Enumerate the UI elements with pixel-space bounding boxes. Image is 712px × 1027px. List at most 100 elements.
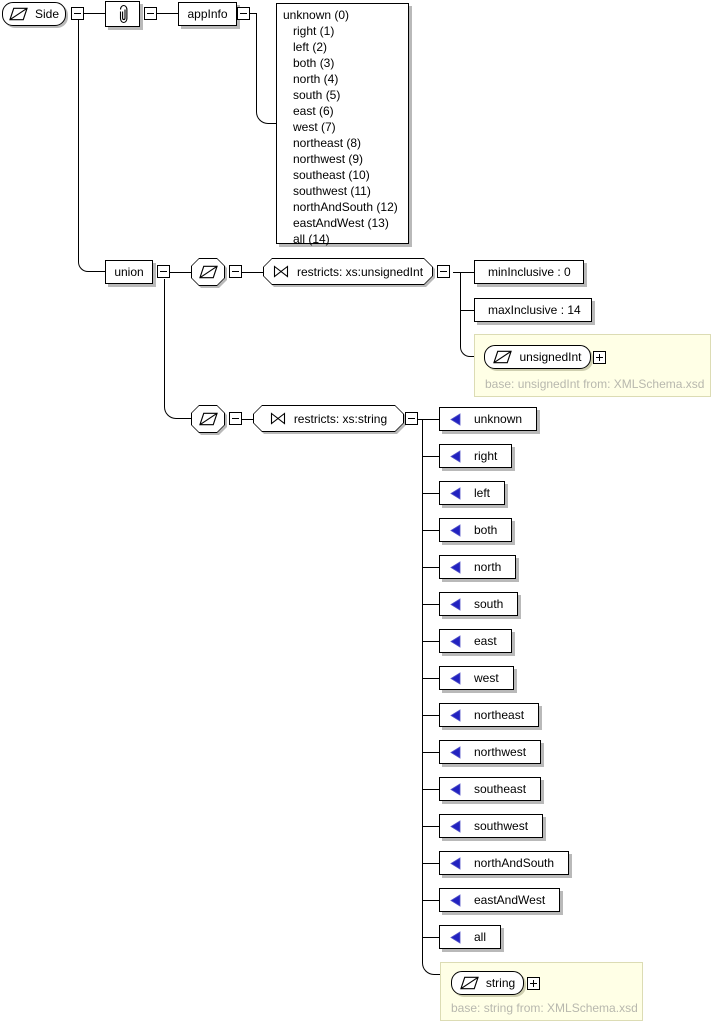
expand-toggle-unsignedint[interactable] [593, 351, 606, 364]
basetype-node-unsignedint[interactable]: unsignedInt [484, 345, 591, 369]
expand-toggle-string[interactable] [527, 977, 540, 990]
connector [422, 900, 439, 901]
annotation-node[interactable] [105, 1, 140, 27]
enumeration-label: east [474, 634, 497, 648]
connector [78, 20, 79, 262]
enumeration-facet-southwest[interactable]: southwest [439, 814, 544, 838]
connector [460, 272, 461, 347]
list-item: unknown (0) [283, 8, 350, 22]
restriction-label: restricts: xs:string [293, 411, 388, 426]
connector [422, 715, 439, 716]
simpletype-node-side[interactable]: Side [2, 2, 66, 26]
appinfo-label: appInfo [187, 7, 228, 21]
enumeration-facet-left[interactable]: left [439, 481, 506, 505]
list-item: eastAndWest (13) [293, 216, 389, 230]
list-item: northeast (8) [293, 136, 362, 150]
enumeration-icon [450, 486, 461, 500]
facet-maxinclusive[interactable]: maxInclusive : 14 [474, 298, 592, 322]
enumeration-facet-right[interactable]: right [439, 444, 513, 468]
enumeration-icon [450, 671, 461, 685]
list-item: right (1) [293, 24, 335, 38]
connector-curve [460, 347, 474, 357]
basetype-caption: base: string from: XMLSchema.xsd [451, 1001, 638, 1015]
collapse-toggle-restriction-string[interactable] [405, 412, 418, 425]
enumeration-facet-east[interactable]: east [439, 629, 512, 653]
connector [422, 789, 439, 790]
basetype-note-string: string base: string from: XMLSchema.xsd [440, 962, 643, 1021]
list-item: south (5) [293, 88, 341, 102]
simpletype-icon [459, 976, 479, 990]
list-item: southwest (11) [293, 184, 371, 198]
enumeration-facet-west[interactable]: west [439, 666, 514, 690]
enumeration-label: right [474, 449, 498, 463]
enumeration-facet-all[interactable]: all [439, 925, 502, 949]
enumeration-label: left [474, 486, 491, 500]
collapse-toggle-union[interactable] [157, 265, 170, 278]
enumeration-label: northeast [474, 708, 525, 722]
simpletype-node-anon-2[interactable] [191, 405, 225, 433]
appinfo-node[interactable]: appInfo [178, 2, 237, 26]
enumeration-label: southeast [474, 782, 527, 796]
connector [418, 419, 439, 420]
collapse-toggle-restriction-unsignedint[interactable] [437, 265, 450, 278]
restriction-node-string[interactable]: restricts: xs:string [253, 405, 404, 432]
connector-curve [164, 407, 191, 419]
connector [422, 530, 439, 531]
enumeration-facet-eastandwest[interactable]: eastAndWest [439, 888, 561, 912]
list-item: left (2) [293, 40, 328, 54]
simpletype-icon [198, 265, 218, 279]
connector-curve [256, 112, 276, 124]
connector [422, 678, 439, 679]
enumeration-icon [450, 708, 461, 722]
basetype-node-string[interactable]: string [451, 971, 524, 995]
enumeration-icon [450, 782, 461, 796]
enumeration-facet-northandsouth[interactable]: northAndSouth [439, 851, 570, 875]
enumeration-icon [450, 745, 461, 759]
enumeration-label: south [474, 597, 504, 611]
connector [422, 604, 439, 605]
basetype-caption: base: unsignedInt from: XMLSchema.xsd [485, 377, 705, 391]
list-item: northAndSouth (12) [293, 200, 398, 214]
enumeration-label: southwest [474, 819, 529, 833]
restriction-node-unsignedint[interactable]: restricts: xs:unsignedInt [263, 258, 433, 285]
enumeration-label: northwest [474, 745, 527, 759]
basetype-label: unsignedInt [519, 350, 582, 364]
facet-mininclusive[interactable]: minInclusive : 0 [474, 260, 584, 284]
enumeration-label: west [474, 671, 499, 685]
restriction-bowtie-icon [270, 412, 286, 425]
collapse-toggle-anon-2[interactable] [229, 412, 242, 425]
enumeration-facet-both[interactable]: both [439, 518, 513, 542]
facet-label: minInclusive : 0 [488, 265, 571, 279]
connector [250, 13, 257, 14]
enumeration-icon [450, 930, 461, 944]
simpletype-node-anon-1[interactable] [191, 258, 225, 286]
collapse-toggle-side[interactable] [71, 7, 84, 20]
connector [460, 310, 474, 311]
enumeration-facet-southeast[interactable]: southeast [439, 777, 542, 801]
enumeration-label: unknown [474, 412, 523, 426]
enumeration-facet-northeast[interactable]: northeast [439, 703, 540, 727]
connector [84, 13, 105, 14]
list-item: northwest (9) [293, 152, 364, 166]
collapse-toggle-annotation[interactable] [144, 7, 157, 20]
basetype-label: string [485, 976, 516, 990]
restriction-label: restricts: xs:unsignedInt [296, 264, 424, 279]
connector-curve [78, 262, 105, 272]
enumeration-facet-north[interactable]: north [439, 555, 517, 579]
collapse-toggle-appinfo[interactable] [237, 7, 250, 20]
enumeration-icon [450, 597, 461, 611]
connector [422, 419, 423, 963]
collapse-toggle-anon-1[interactable] [229, 265, 242, 278]
union-node[interactable]: union [105, 260, 153, 284]
connector [164, 279, 165, 407]
enumeration-facet-south[interactable]: south [439, 592, 519, 616]
root-label: Side [34, 7, 60, 21]
enumeration-icon [450, 893, 461, 907]
connector [422, 863, 439, 864]
enumeration-icon [450, 856, 461, 870]
connector [453, 272, 474, 273]
enumeration-facet-unknown[interactable]: unknown [439, 407, 538, 431]
enumeration-label: north [474, 560, 502, 574]
enumeration-facet-northwest[interactable]: northwest [439, 740, 542, 764]
